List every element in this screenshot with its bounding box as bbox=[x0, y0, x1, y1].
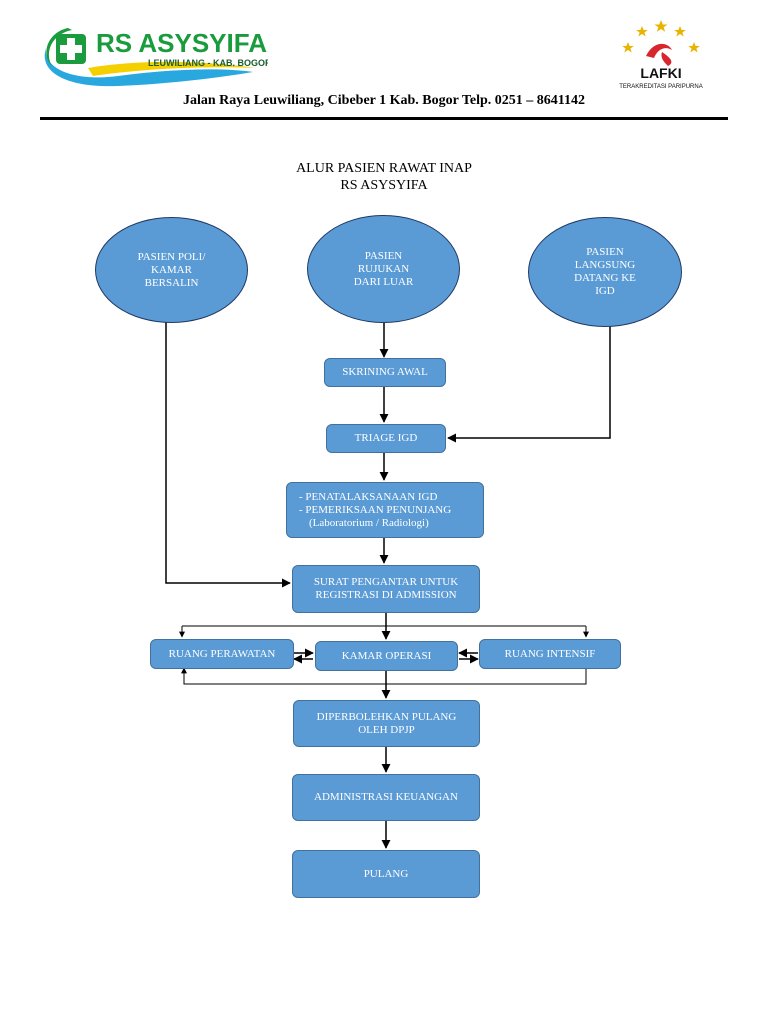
node-skrining-awal: SKRINING AWAL bbox=[324, 358, 446, 387]
arrow-poli-surat bbox=[165, 322, 291, 588]
hospital-name: RS ASYSYIFAA bbox=[96, 28, 268, 58]
lafki-logo: LAFKI TERAKREDITASI PARIPURNA bbox=[619, 20, 703, 90]
star-icons bbox=[622, 20, 700, 53]
node-ruang-intensif: RUANG INTENSIF bbox=[479, 639, 621, 669]
node-ruang-perawatan: RUANG PERAWATAN bbox=[150, 639, 294, 669]
node-penatalaksanaan: - PENATALAKSANAAN IGD - PEMERIKSAAN PENU… bbox=[286, 482, 484, 538]
node-triage-igd: TRIAGE IGD bbox=[326, 424, 446, 453]
arrow-langsung-triage bbox=[447, 326, 611, 443]
node-pasien-poli: PASIEN POLI/ KAMAR BERSALIN bbox=[95, 217, 248, 323]
diagram-title-line2: RS ASYSYIFA bbox=[340, 178, 428, 193]
diagram-title: ALUR PASIEN RAWAT INAP RS ASYSYIFA bbox=[0, 160, 768, 194]
rs-asysyifaa-logo: RS ASYSYIFAA LEUWILIANG - KAB. BOGOR bbox=[44, 28, 268, 87]
hospital-location: LEUWILIANG - KAB. BOGOR bbox=[148, 58, 268, 68]
node-kamar-operasi: KAMAR OPERASI bbox=[315, 641, 458, 671]
hospital-address: Jalan Raya Leuwiliang, Cibeber 1 Kab. Bo… bbox=[182, 93, 586, 108]
header-divider bbox=[40, 117, 728, 120]
node-pulang: PULANG bbox=[292, 850, 480, 898]
node-surat-pengantar: SURAT PENGANTAR UNTUK REGISTRASI DI ADMI… bbox=[292, 565, 480, 613]
return-bottom bbox=[181, 667, 587, 685]
accreditor-name: LAFKI bbox=[640, 65, 681, 81]
node-pasien-langsung: PASIEN LANGSUNG DATANG KE IGD bbox=[528, 217, 682, 327]
node-diperbolehkan-pulang: DIPERBOLEHKAN PULANG OLEH DPJP bbox=[293, 700, 480, 747]
accreditor-status: TERAKREDITASI PARIPURNA bbox=[619, 84, 702, 90]
lafki-emblem-icon bbox=[646, 43, 672, 58]
diagram-title-line1: ALUR PASIEN RAWAT INAP bbox=[296, 161, 472, 176]
node-administrasi-keuangan: ADMINISTRASI KEUANGAN bbox=[292, 774, 480, 821]
node-pasien-rujukan: PASIEN RUJUKAN DARI LUAR bbox=[307, 215, 460, 323]
